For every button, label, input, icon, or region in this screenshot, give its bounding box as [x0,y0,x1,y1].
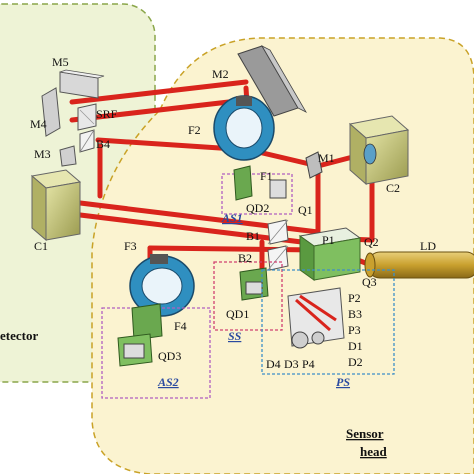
subsystem-label-as1: AS1 [221,211,243,225]
srf-component [77,103,97,131]
as2-assembly [101,303,211,399]
label-p2: P2 [348,291,361,305]
label-ld: LD [420,239,436,253]
beam-splitter-b4 [79,129,95,153]
sensor-head-label-line1: Sensor [346,426,384,441]
ps-assembly [261,269,395,375]
label-d4: D4 [266,357,281,371]
lens-f3 [129,254,195,317]
label-c2: C2 [386,181,400,195]
label-q3: Q3 [362,275,377,289]
label-p4: P4 [302,357,315,371]
label-p3: P3 [348,323,361,337]
label-b1: B1 [246,229,260,243]
lens-f2 [213,95,275,161]
label-b4: B4 [96,137,110,151]
beam-splitter-cluster [267,219,289,271]
label-srf: SRF [96,107,118,121]
label-m5: M5 [52,55,69,69]
label-p1: P1 [322,233,335,247]
camera-c1 [30,169,82,242]
label-b3: B3 [348,307,362,321]
mirror-m2 [237,45,308,117]
detector-region-label: etector [0,328,38,343]
label-q2: Q2 [364,235,379,249]
subsystem-label-as2: AS2 [157,375,179,389]
label-q1: Q1 [298,203,313,217]
label-f2: F2 [188,123,201,137]
label-qd1: QD1 [226,307,249,321]
label-d3: D3 [284,357,299,371]
as1-assembly [221,165,293,215]
label-d1: D1 [348,339,363,353]
mirror-m3 [59,145,77,167]
label-m2: M2 [212,67,229,81]
label-f1: F1 [260,169,273,183]
label-c1: C1 [34,239,48,253]
subsystem-label-ss: SS [228,329,242,343]
laser-diode-ld [364,251,474,279]
ss-assembly [213,261,283,331]
sensor-head-label-line2: head [360,444,388,459]
mirror-m1 [305,151,323,179]
label-m3: M3 [34,147,51,161]
label-qd2: QD2 [246,201,269,215]
mirror-m5 [59,69,105,99]
label-f4: F4 [174,319,187,333]
mirror-m4 [41,87,61,137]
label-d2: D2 [348,355,363,369]
label-f3: F3 [124,239,137,253]
label-m4: M4 [30,117,47,131]
label-m1: M1 [318,151,335,165]
label-qd3: QD3 [158,349,181,363]
subsystem-label-ps: PS [336,375,350,389]
label-b2: B2 [238,251,252,265]
camera-c2 [348,115,410,186]
